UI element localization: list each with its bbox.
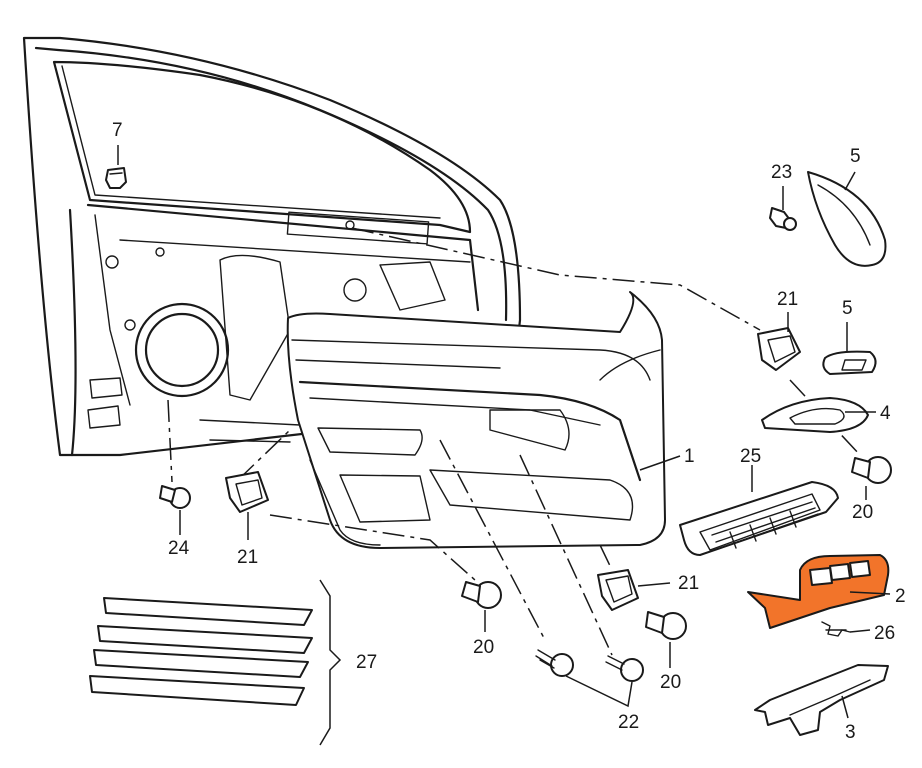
callout-20-b: 20 — [473, 637, 494, 658]
trim-strips-27 — [89, 579, 342, 746]
callout-3: 3 — [845, 722, 856, 743]
callout-25: 25 — [740, 446, 761, 467]
leader-lines — [117, 145, 891, 719]
clip-21-c — [597, 569, 639, 611]
screw-22-a — [535, 649, 574, 677]
clip-26 — [821, 621, 851, 637]
handle-bezel-4 — [761, 397, 869, 433]
callout-labels: 7 5 23 21 5 4 1 25 20 24 21 21 2 26 20 2… — [112, 120, 906, 743]
callout-5: 5 — [842, 298, 853, 319]
armrest-trim-3 — [754, 664, 889, 736]
window-switch-panel-2 — [747, 554, 890, 629]
callout-21-c: 21 — [678, 573, 699, 594]
clip-21-a — [757, 327, 801, 371]
screw-20-a — [851, 456, 892, 484]
callout-2: 2 — [895, 586, 906, 607]
clip-7 — [105, 167, 127, 189]
callout-7: 7 — [112, 120, 123, 141]
callout-23: 23 — [771, 162, 792, 183]
door-trim-panel — [286, 291, 666, 549]
callout-20-c: 20 — [660, 672, 681, 693]
speaker-grille-25 — [679, 481, 839, 556]
callout-22: 22 — [618, 712, 639, 733]
callout-1: 1 — [684, 446, 695, 467]
callout-26: 26 — [874, 623, 895, 644]
callout-20-a: 20 — [852, 502, 873, 523]
callout-6: 5 — [850, 146, 861, 167]
handle-cover-5 — [822, 350, 877, 375]
callout-24: 24 — [168, 538, 190, 559]
callout-21-a: 21 — [777, 289, 798, 310]
screw-22-b — [605, 655, 644, 682]
screw-20-c — [645, 611, 687, 640]
callout-21-b: 21 — [237, 547, 258, 568]
callout-4: 4 — [880, 403, 891, 424]
door-shell — [22, 36, 522, 457]
clip-21-b — [225, 471, 269, 513]
mirror-cover-6 — [807, 171, 887, 267]
callout-27: 27 — [356, 652, 377, 673]
screw-20-b — [461, 581, 502, 609]
clip-24 — [159, 485, 191, 509]
clip-23 — [769, 207, 797, 231]
